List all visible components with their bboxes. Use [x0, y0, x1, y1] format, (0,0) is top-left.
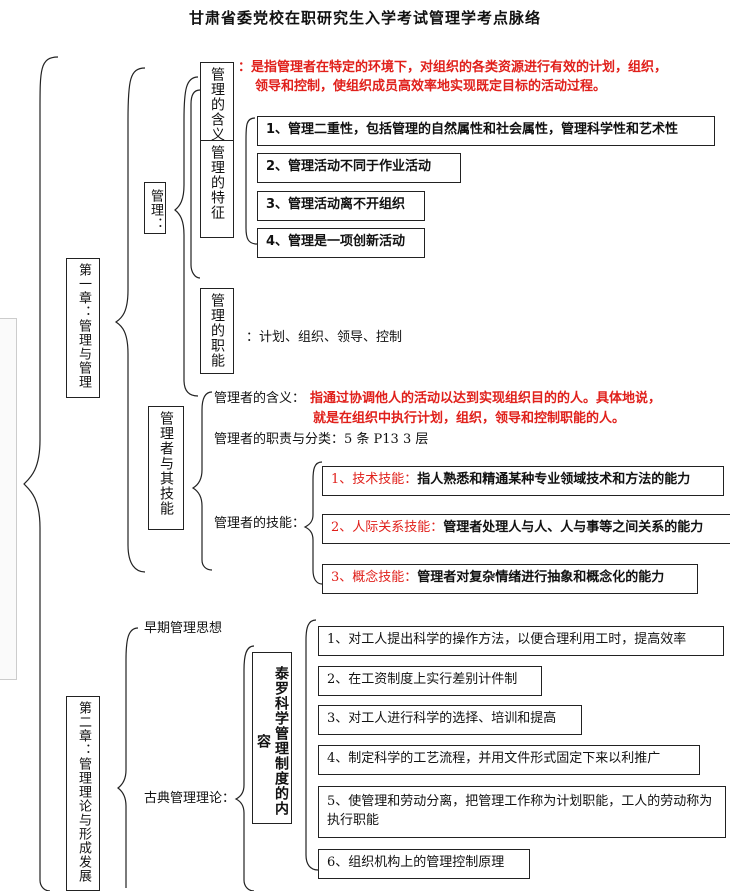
taylor-label: 泰罗科学管理制度的内容 — [255, 666, 289, 816]
taylor-item: 3、对工人进行科学的选择、培训和提高 — [318, 705, 582, 735]
feature-item: 1、管理二重性，包括管理的自然属性和社会属性，管理科学性和艺术性 — [257, 116, 715, 146]
feature-item: 2、管理活动不同于作业活动 — [257, 153, 461, 183]
manager-meaning-line2: 就是在组织中执行计划，组织，领导和控制职能的人。 — [313, 411, 626, 426]
meaning-label: 管理的含义 — [209, 67, 225, 142]
taylor-item: 1、对工人提出科学的操作方法，以便合理利用工时，提高效率 — [318, 626, 724, 656]
chapter1-label: 第一章：管理与管理 — [76, 263, 91, 389]
skill-item: 3、概念技能：管理者对复杂情绪进行抽象和概念化的能力 — [322, 564, 698, 594]
taylor-item: 4、制定科学的工艺流程，并用文件形式固定下来以利推广 — [318, 745, 700, 775]
skill-item: 2、人际关系技能：管理者处理人与人、人与事等之间关系的能力 — [322, 514, 730, 544]
meaning-text-line2: 领导和控制，使组织成员高效率地实现既定目标的活动过程。 — [255, 79, 607, 94]
manager-duties: 管理者的职责与分类：5 条 P13 3 层 — [214, 432, 429, 447]
manager-label: 管理者与其技能 — [158, 411, 174, 516]
functions-text: ：计划、组织、领导、控制 — [246, 330, 403, 345]
skill-item: 1、技术技能：指人熟悉和精通某种专业领域技术和方法的能力 — [322, 466, 724, 496]
skill-name: 3、概念技能： — [331, 570, 418, 585]
features-label-box: 管理的特征 — [200, 140, 234, 238]
chapter2-label-box: 第二章：管理理论与形成发展 — [66, 696, 100, 891]
features-label: 管理的特征 — [209, 145, 225, 220]
manager-label-box: 管理者与其技能 — [148, 406, 184, 530]
skill-name: 2、人际关系技能： — [331, 520, 444, 535]
management-label: 管理： — [148, 189, 163, 231]
manager-skills-label: 管理者的技能： — [214, 516, 306, 531]
manager-meaning-line1: 指通过协调他人的活动以达到实现组织目的的人。具体地说， — [310, 391, 662, 406]
skill-desc: 管理者对复杂情绪进行抽象和概念化的能力 — [417, 570, 665, 585]
page-title: 甘肃省委党校在职研究生入学考试管理学考点脉络 — [188, 9, 541, 27]
manager-meaning-prefix: 管理者的含义： — [214, 391, 306, 406]
skill-desc: 指人熟悉和精通某种专业领域技术和方法的能力 — [417, 472, 691, 487]
chapter1-label-box: 第一章：管理与管理 — [66, 258, 100, 398]
early-thought: 早期管理思想 — [144, 621, 223, 636]
feature-item: 3、管理活动离不开组织 — [257, 191, 425, 221]
taylor-item: 5、使管理和劳动分离，把管理工作称为计划职能，工人的劳动称为执行职能 — [318, 786, 726, 838]
feature-item: 4、管理是一项创新活动 — [257, 228, 425, 258]
taylor-label-box: 泰罗科学管理制度的内容 — [252, 652, 292, 824]
classical-theory: 古典管理理论： — [144, 791, 236, 806]
skill-desc: 管理者处理人与人、人与事等之间关系的能力 — [443, 520, 704, 535]
taylor-item: 6、组织机构上的管理控制原理 — [318, 849, 530, 879]
meaning-text-line1: ：是指管理者在特定的环境下，对组织的各类资源进行有效的计划，组织， — [238, 60, 668, 75]
side-panel-edge — [0, 318, 17, 680]
functions-label-box: 管理的职能 — [200, 288, 234, 374]
meaning-label-box: 管理的含义 — [200, 62, 234, 148]
functions-label: 管理的职能 — [209, 293, 225, 368]
skill-name: 1、技术技能： — [331, 472, 418, 487]
taylor-item: 2、在工资制度上实行差别计件制 — [318, 666, 542, 696]
chapter2-label: 第二章：管理理论与形成发展 — [76, 701, 91, 883]
management-label-box: 管理： — [144, 182, 166, 234]
